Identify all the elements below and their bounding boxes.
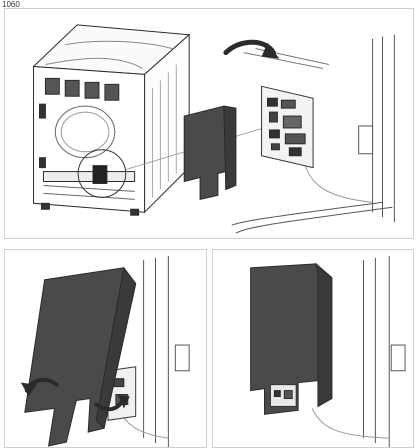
appliance-rear-view	[34, 25, 190, 215]
cover-installed	[251, 264, 332, 414]
hinge-bracket	[359, 126, 373, 154]
cover-being-hooked	[25, 268, 136, 446]
rear-module	[93, 166, 107, 184]
curved-arrow-icon	[226, 42, 280, 58]
control-board	[262, 86, 314, 167]
detached-cover	[184, 106, 236, 199]
panel-bottom-left-attach	[4, 249, 207, 448]
panel-top-rear-view	[4, 8, 414, 239]
panel-bottom-right-installed	[212, 249, 414, 448]
